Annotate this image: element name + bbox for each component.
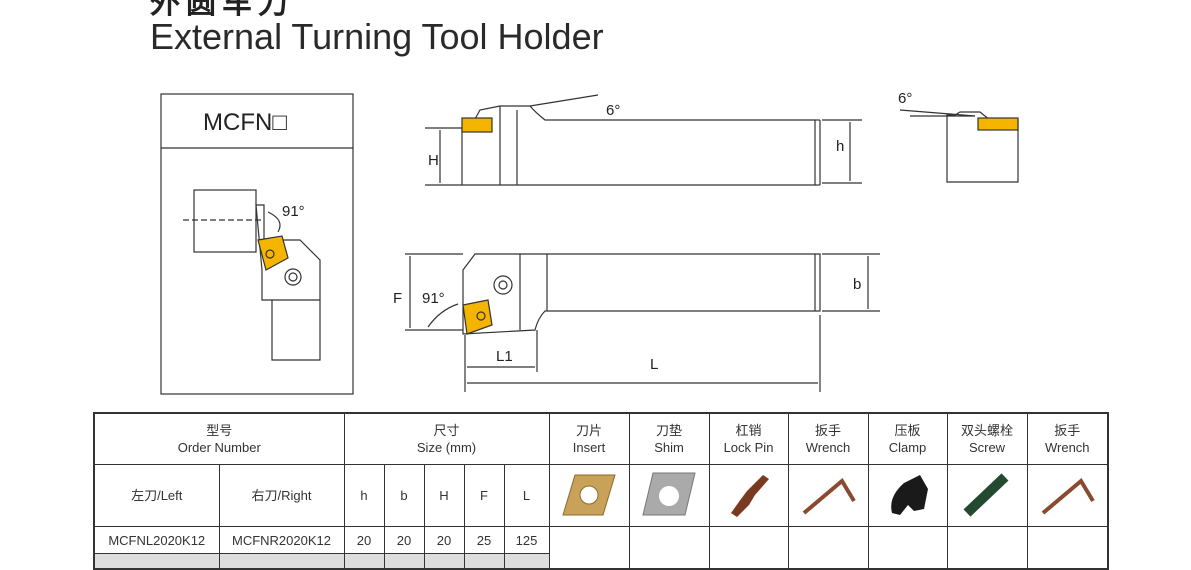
cell-right: MCFNR2020K12 [218,526,345,554]
dim-b: b [853,276,862,293]
end-view [899,109,1019,183]
cell-left: MCFNL2020K12 [93,526,220,554]
dim-L1: L1 [496,348,513,365]
sub-H: H [423,464,465,527]
cell [383,553,425,570]
cell-part [867,526,948,570]
table-row: MCFNL2020K12 MCFNR2020K12 20 20 20 25 12… [93,526,1109,570]
sub-b: b [383,464,425,527]
cell [423,553,465,570]
title-chinese: 外圆车刀 [150,0,294,20]
insert-image [548,464,630,527]
wrench-image-2 [1026,464,1109,527]
dim-F: F [393,290,403,307]
sub-right: 右刀/Right [218,464,345,527]
technical-drawings [160,93,1019,395]
sub-h: h [343,464,385,527]
dim-H: H [428,152,439,169]
sub-L: L [503,464,550,527]
cell-L: 125 [503,526,550,554]
dim-L: L [650,356,659,373]
top-view [405,253,880,392]
dim-h: h [836,138,845,155]
cell-H: 20 [423,526,465,554]
cell-part [787,526,869,570]
cell-b: 20 [383,526,425,554]
cell [93,553,220,570]
cell-F: 25 [463,526,505,554]
cell [218,553,345,570]
angle-label: 91° [282,203,305,220]
insert-icon [257,235,289,271]
cell-part [628,526,710,570]
lock-pin-image [708,464,789,527]
sub-left: 左刀/Left [93,464,220,527]
clamp-image [867,464,948,527]
cell-part [1026,526,1109,570]
cell-part [946,526,1028,570]
page-title: External Turning Tool Holder [150,16,604,57]
cell [463,553,505,570]
cell [343,553,385,570]
cell-part [708,526,789,570]
side-angle-label: 6° [606,102,621,119]
cell-part [548,526,630,570]
screw-image [946,464,1028,527]
side-view [425,94,862,186]
wrench-image [787,464,869,527]
cell [503,553,550,570]
model-label: MCFN□ [203,109,287,136]
sub-F: F [463,464,505,527]
end-angle-label: 6° [898,90,913,107]
cell-h: 20 [343,526,385,554]
shim-image [628,464,710,527]
top-angle-label: 91° [422,290,445,307]
model-box [160,93,354,395]
